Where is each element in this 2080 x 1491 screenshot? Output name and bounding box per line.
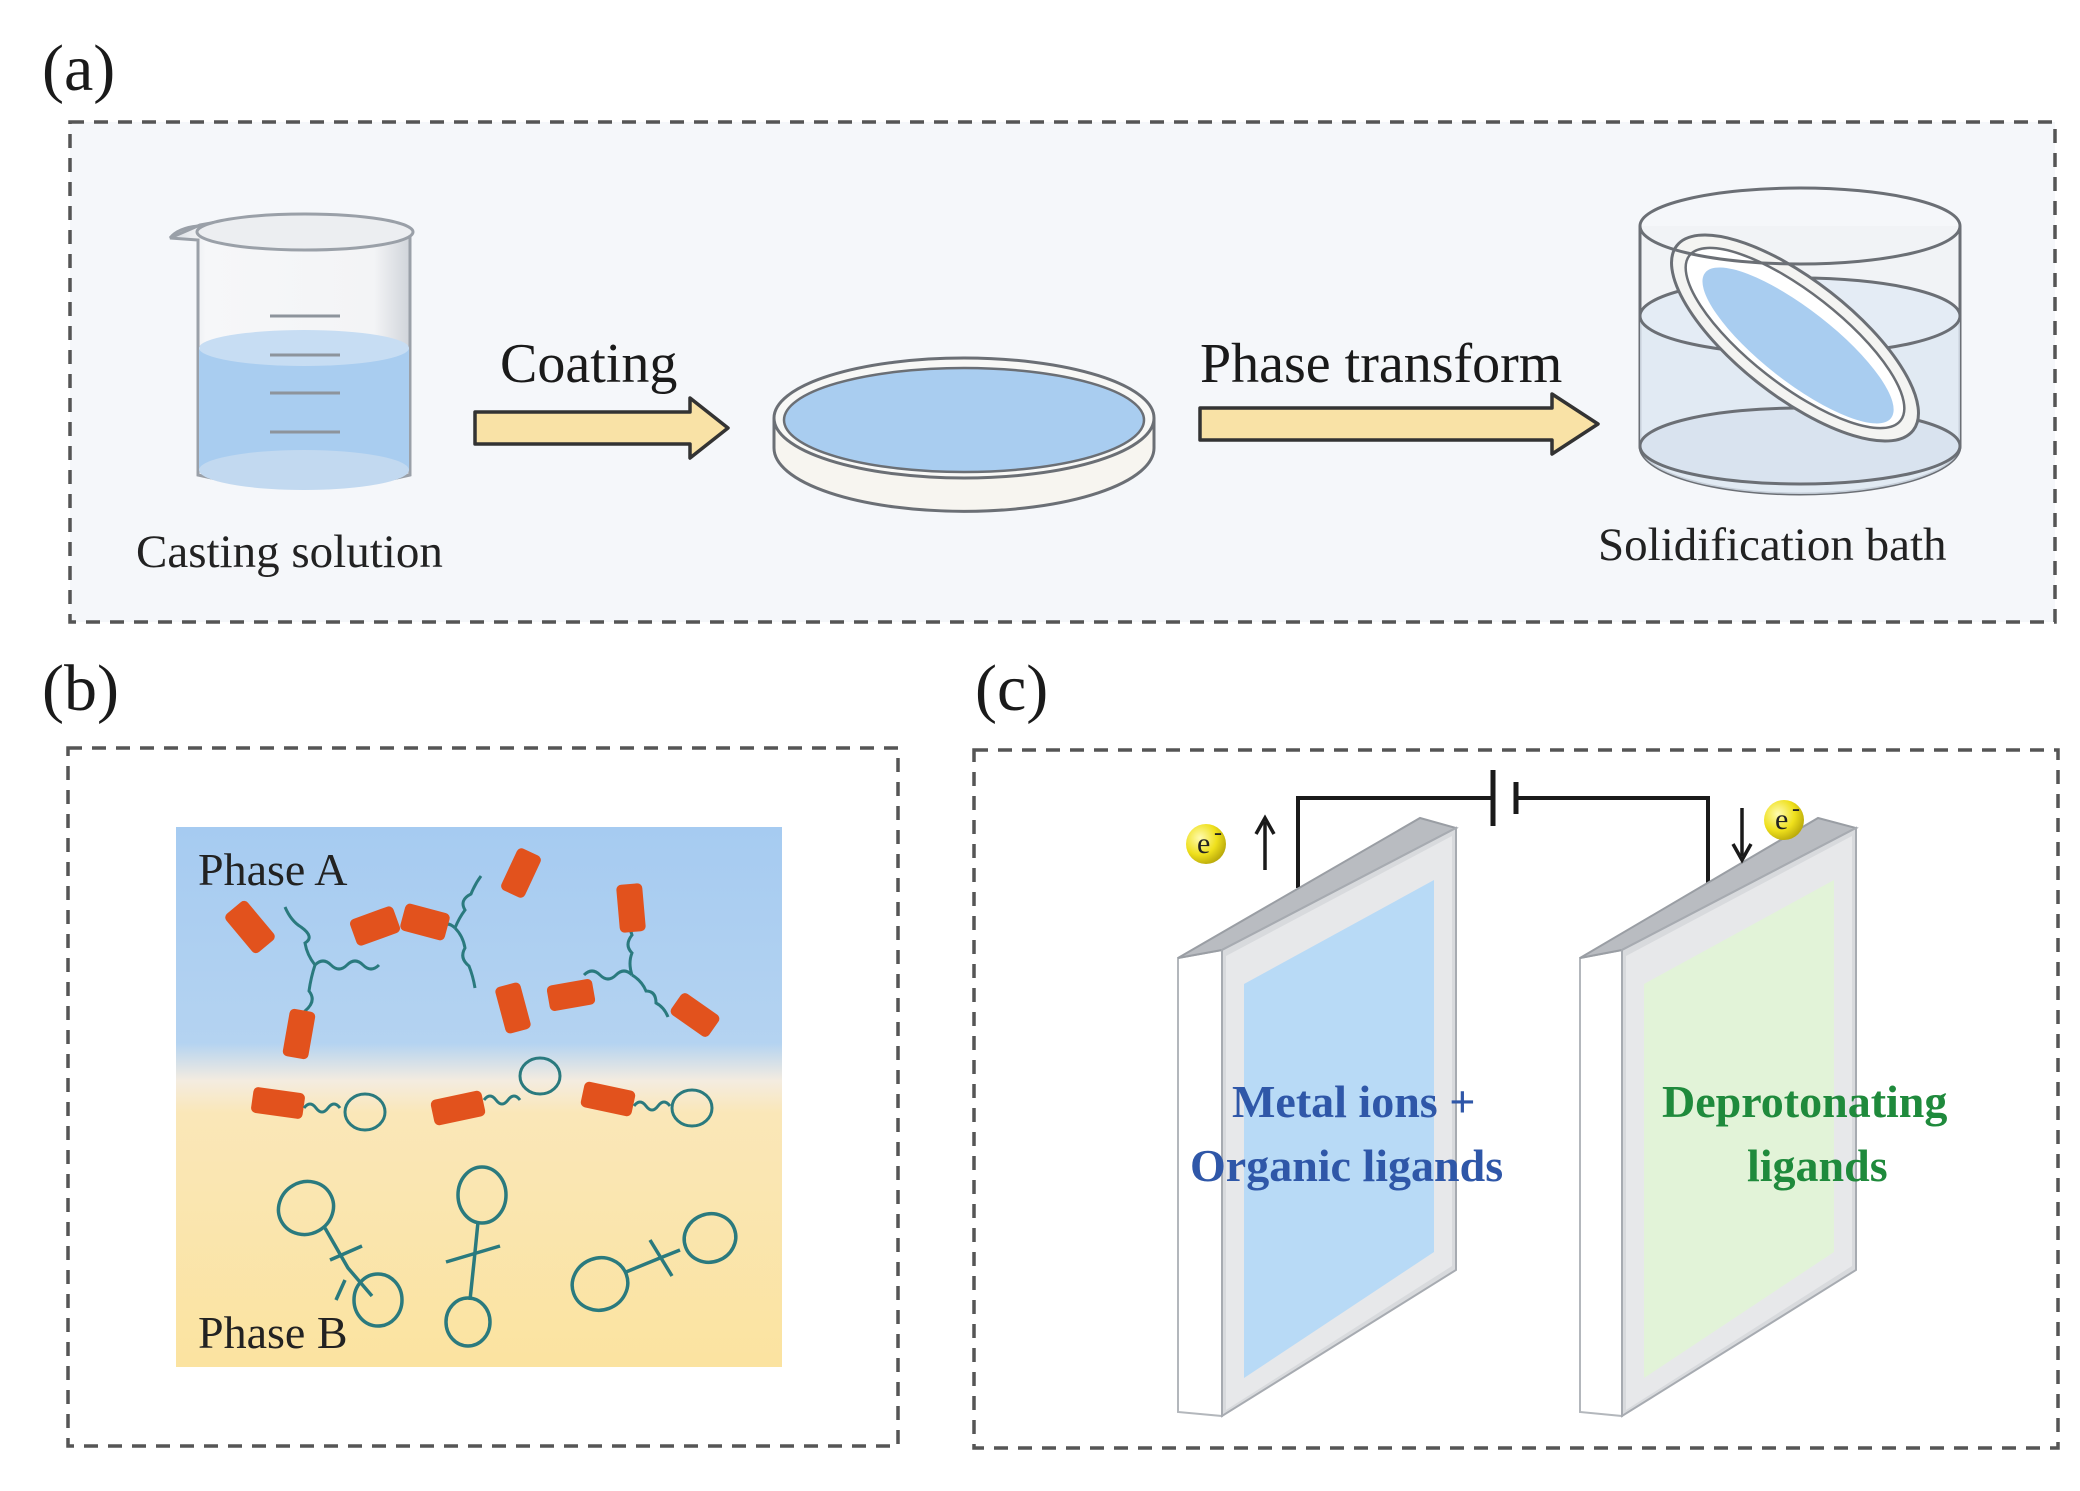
solidification-bath-icon <box>1638 186 1962 496</box>
phase-transform-label: Phase transform <box>1200 333 1562 395</box>
solidification-bath-caption: Solidification bath <box>1598 519 1947 571</box>
surfactant-head <box>501 848 541 898</box>
panel-a-label: (a) <box>42 32 115 105</box>
phase-b-molecule-3 <box>570 1212 738 1312</box>
left-electrode-text-2: Organic ligands <box>1190 1140 1503 1191</box>
beaker-icon <box>168 212 415 490</box>
phase-transform-arrow <box>1198 392 1600 456</box>
surfactant-head <box>670 993 720 1037</box>
surfactant-head <box>546 978 596 1012</box>
electron-right-charge: - <box>1792 796 1800 822</box>
panel-b-label: (b) <box>42 652 119 725</box>
interface-surfactant-3 <box>580 1081 714 1128</box>
circuit-wire <box>1296 796 1710 888</box>
electron-left-charge: - <box>1214 820 1222 846</box>
interface-surfactant-1 <box>251 1087 387 1132</box>
coating-label: Coating <box>500 333 677 395</box>
casting-solution-caption: Casting solution <box>136 526 443 578</box>
electron-left: e - <box>1186 820 1226 864</box>
electron-left-symbol: e <box>1197 827 1210 860</box>
left-electrode-text-1: Metal ions + <box>1232 1076 1475 1127</box>
coating-arrow <box>473 396 730 460</box>
panel-c-label: (c) <box>975 652 1048 725</box>
surfactant-head <box>495 982 531 1034</box>
phase-b-molecule-1 <box>276 1179 404 1328</box>
electron-right-arrow-down-icon <box>1731 808 1753 864</box>
phase-b-label: Phase B <box>198 1307 348 1358</box>
petri-dish-icon <box>772 356 1156 513</box>
panel-c-box <box>972 748 2060 1450</box>
electron-right-symbol: e <box>1775 803 1788 836</box>
interface-surfactant-2 <box>430 1056 562 1126</box>
surfactant-head <box>350 906 400 946</box>
right-electrode <box>1579 816 1859 1418</box>
right-electrode-text-1: Deprotonating <box>1662 1076 1947 1127</box>
electron-left-arrow-up-icon <box>1254 814 1276 870</box>
left-electrode <box>1177 816 1459 1418</box>
phase-b-molecule-2 <box>444 1165 508 1348</box>
surfactant-head <box>225 900 275 954</box>
surfactant-head <box>400 903 450 941</box>
electron-right: e - <box>1764 796 1804 840</box>
right-electrode-text-2: ligands <box>1747 1140 1888 1191</box>
surfactant-head <box>616 883 646 933</box>
panel-b-box <box>66 746 900 1448</box>
battery-icon <box>1490 770 1519 826</box>
phase-a-label: Phase A <box>198 844 348 895</box>
surfactant-head <box>282 1008 316 1060</box>
